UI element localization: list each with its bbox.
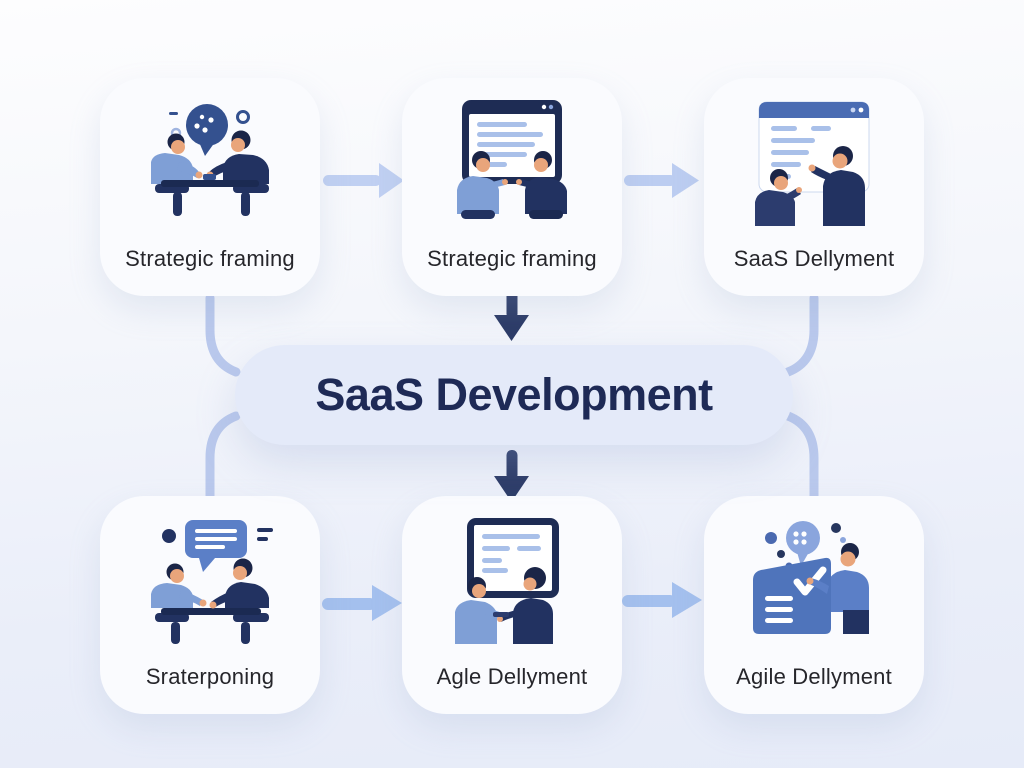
node-card-6: Agile Dellyment: [704, 496, 924, 714]
two-people-discussion-table-icon: [151, 104, 269, 216]
node-card-5: Agle Dellyment: [402, 496, 622, 714]
connector-bottom-left: [205, 411, 241, 505]
node-card-4: Sraterponing: [100, 496, 320, 714]
node-card-2: Strategic framing: [402, 78, 622, 296]
screen-handoff-icon: [437, 516, 587, 648]
node-label: Agile Dellyment: [736, 664, 892, 689]
arrow-right-bottom-1-icon: [322, 585, 402, 621]
two-people-discussion-table-icon: [135, 98, 285, 230]
node-card-3: SaaS Dellyment: [704, 78, 924, 296]
node-label: Strategic framing: [125, 246, 295, 271]
task-board-checklist-icon: [753, 521, 869, 634]
center-banner: SaaS Development: [235, 345, 793, 445]
node-label: SaaS Dellyment: [733, 246, 895, 271]
node-card-1: Strategic framing: [100, 78, 320, 296]
feedback-bubble-table-icon: [135, 516, 285, 648]
node-label: Strategic framing: [427, 246, 597, 271]
browser-presentation-icon: [739, 98, 889, 230]
two-people-screen-review-icon: [437, 98, 587, 230]
screen-handoff-icon: [455, 518, 559, 644]
task-board-checklist-icon: [739, 516, 889, 648]
connector-top-left: [205, 293, 241, 377]
two-people-screen-review-icon: [457, 100, 567, 219]
arrow-right-bottom-2-icon: [622, 582, 702, 618]
connector-top-right: [783, 293, 819, 377]
connector-bottom-right: [783, 411, 819, 505]
arrow-right-top-1-icon: [323, 163, 404, 198]
feedback-bubble-table-icon: [151, 520, 273, 644]
node-label: Sraterponing: [145, 664, 275, 689]
node-label: Agle Dellyment: [436, 664, 588, 689]
banner-title: SaaS Development: [315, 369, 713, 420]
browser-presentation-icon: [755, 101, 870, 226]
arrow-down-from-banner-icon: [494, 450, 529, 502]
arrow-right-top-2-icon: [624, 163, 699, 198]
